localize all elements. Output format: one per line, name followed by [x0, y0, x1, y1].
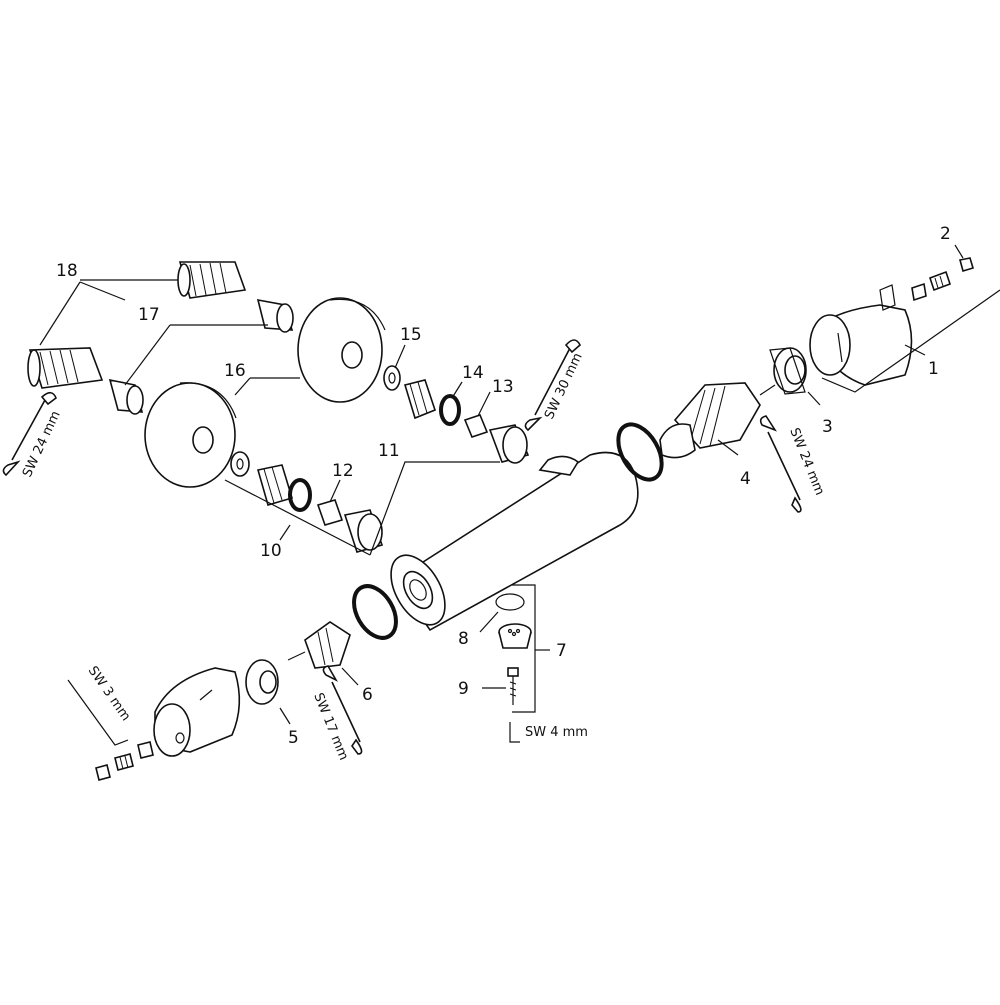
handle-left	[153, 667, 241, 757]
tool-label-sw24-left: SW 24 mm	[20, 409, 64, 480]
check-valve-upper	[403, 379, 436, 420]
part-7-aerator	[498, 623, 532, 649]
callout-2: 2	[940, 224, 951, 244]
leader-lines	[39, 244, 1000, 725]
callout-9: 9	[458, 679, 469, 699]
wrench-sw24-left: SW 24 mm	[2, 391, 64, 480]
wrench-sw30: SW 30 mm	[524, 339, 586, 432]
o-ring-middle	[288, 478, 312, 512]
part-13-filter-upper	[463, 414, 489, 438]
callout-numbers: 1 2 3 4 5 6 7 8 9 10 11 12 13 14 15 16 1…	[56, 224, 951, 748]
part-12-filter	[316, 499, 344, 526]
part-17-nipple-lower	[108, 378, 144, 415]
callout-17: 17	[138, 305, 160, 325]
part-14-o-ring-upper	[439, 394, 461, 426]
seal-ring-right	[616, 422, 664, 482]
part-3-nut-right	[769, 347, 807, 395]
callout-14: 14	[462, 363, 484, 383]
part-18-connector-lower	[27, 347, 104, 389]
part-8-o-ring	[495, 593, 525, 611]
part-16-cover-rosette-lower	[144, 382, 237, 488]
wrench-sw24-right: SW 24 mm	[759, 415, 827, 513]
allen-key-sw4: SW 4 mm	[509, 722, 588, 743]
cap-screw-left	[95, 741, 154, 781]
callout-16: 16	[224, 361, 246, 381]
washer-middle	[230, 451, 250, 477]
callout-1: 1	[928, 359, 939, 379]
callout-13: 13	[492, 377, 514, 397]
seal-ring-left	[352, 584, 398, 640]
callout-10: 10	[260, 541, 282, 561]
part-1-handle-right	[809, 284, 913, 386]
callout-15: 15	[400, 325, 422, 345]
allen-key-sw3: SW 3 mm	[67, 664, 133, 746]
part-9-screw	[507, 667, 519, 705]
part-4-thermostat-cartridge	[659, 382, 776, 459]
part-16-cover-rosette-upper	[297, 297, 386, 403]
part-6-flow-cartridge	[287, 621, 351, 669]
part-17-nipple-upper	[256, 298, 294, 333]
callout-6: 6	[362, 685, 373, 705]
part-2-cap-screw-right	[911, 257, 974, 302]
part-18-connector-upper	[177, 261, 247, 299]
nut-upper	[488, 424, 530, 464]
nut-middle	[343, 509, 384, 553]
callout-5: 5	[288, 728, 299, 748]
part-15-washer	[383, 365, 401, 391]
tool-label-sw3: SW 3 mm	[85, 664, 133, 724]
check-valve-middle	[256, 464, 294, 506]
callout-12: 12	[332, 461, 354, 481]
callout-7: 7	[556, 641, 567, 661]
valve-body	[390, 451, 639, 632]
callout-11: 11	[378, 441, 400, 461]
callout-8: 8	[458, 629, 469, 649]
tool-label-sw24-right: SW 24 mm	[786, 426, 827, 498]
tool-label-sw4: SW 4 mm	[525, 725, 588, 740]
part-5-adapter	[245, 659, 279, 705]
tool-label-sw17: SW 17 mm	[310, 691, 351, 763]
callout-18: 18	[56, 261, 78, 281]
callout-4: 4	[740, 469, 751, 489]
callout-3: 3	[822, 417, 833, 437]
